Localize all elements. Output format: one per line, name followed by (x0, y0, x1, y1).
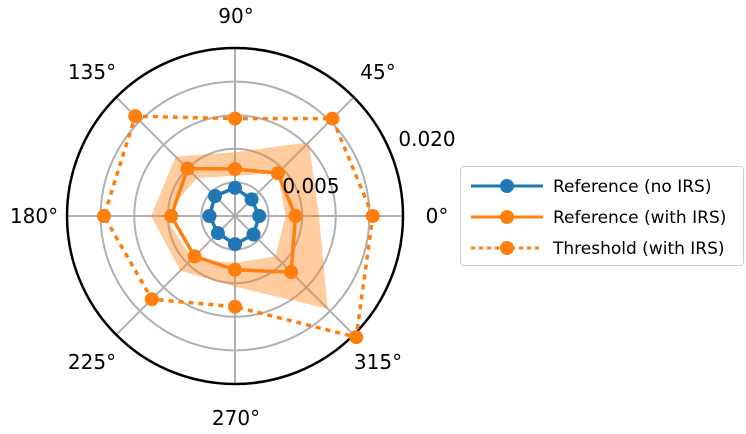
series-1-point (270, 166, 285, 181)
series-0-point (246, 227, 261, 242)
series-2-point (325, 111, 340, 126)
angle-tick-label: 0° (426, 204, 449, 228)
series-1-point (180, 161, 195, 176)
series-2-point (144, 292, 159, 307)
legend-label: Reference (with IRS) (553, 208, 727, 228)
series-0-point (252, 209, 267, 223)
series-line-2 (102, 114, 375, 339)
series-1-point (228, 162, 242, 176)
series-1-point (164, 209, 179, 223)
series-1-point (284, 265, 299, 280)
legend-swatch-threshold-with-irs (471, 241, 543, 255)
angle-tick-label: 315° (354, 350, 402, 374)
series-0-point (228, 180, 242, 195)
legend-swatch-reference-no-irs (471, 179, 543, 193)
radial-tick-label: 0.020 (398, 127, 455, 151)
angle-tick-label: 45° (360, 60, 395, 84)
series-0-point (210, 226, 225, 241)
series-2-point (349, 330, 364, 345)
legend-item-threshold-with-irs: Threshold (with IRS) (461, 233, 743, 263)
series-2-point (228, 299, 242, 314)
series-0-point (228, 237, 242, 252)
series-2-point (228, 111, 242, 126)
series-0-point (208, 189, 222, 203)
angle-tick-label: 135° (68, 60, 116, 84)
radial-tick-label: 0.005 (282, 174, 339, 198)
angle-tick-label: 270° (212, 406, 260, 430)
series-layer (97, 109, 380, 345)
angle-tick-label: 225° (68, 350, 116, 374)
legend-item-reference-no-irs: Reference (no IRS) (461, 171, 743, 201)
series-1-point (187, 249, 202, 264)
series-0-point (202, 209, 217, 223)
angle-tick-label: 90° (218, 4, 253, 28)
tick-label-layer: 0° 45° 90° 135° 180° 225° 270° 315° 0.005 0.020 (10, 4, 456, 430)
legend-label: Threshold (with IRS) (553, 239, 725, 259)
series-1-point (288, 209, 303, 223)
series-0-point (244, 192, 259, 207)
polar-frame (65, 46, 405, 386)
series-2-point (97, 209, 111, 223)
legend: Reference (no IRS) Reference (with IRS) … (460, 166, 744, 266)
angle-tick-label: 180° (10, 204, 58, 228)
series-2-point (365, 209, 380, 223)
series-2-point (128, 109, 143, 124)
legend-label: Reference (no IRS) (553, 177, 712, 197)
series-1-point (228, 262, 242, 277)
legend-item-reference-with-irs: Reference (with IRS) (461, 202, 743, 232)
legend-swatch-reference-with-irs (471, 210, 543, 224)
